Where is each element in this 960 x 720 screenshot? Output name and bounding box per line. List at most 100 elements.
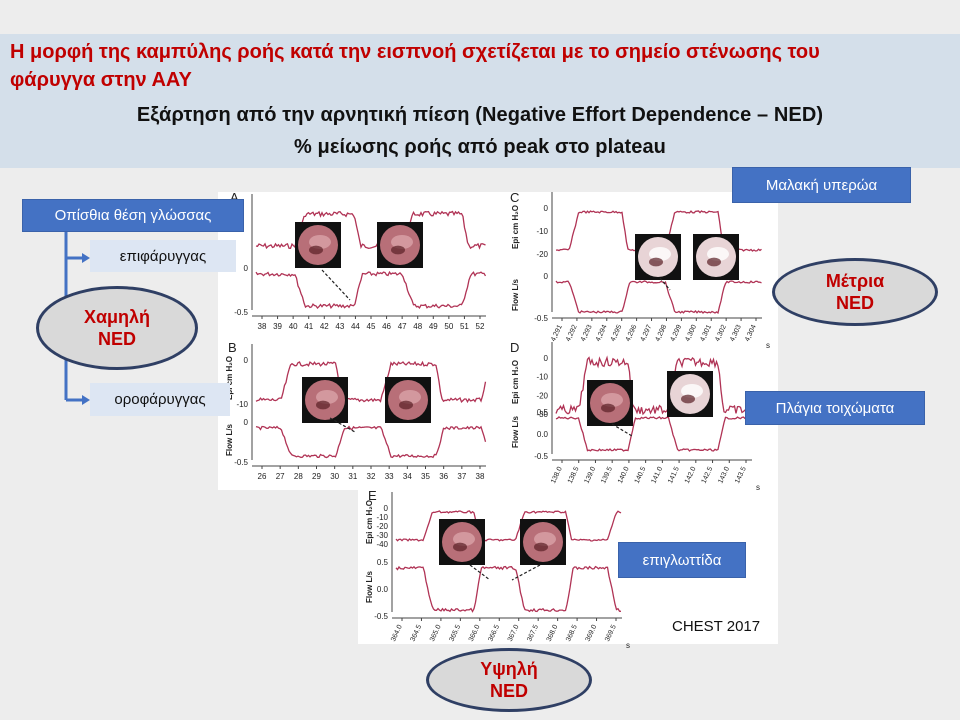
panel-d-x-tick: 139.0 [584, 466, 598, 485]
panel-c-x-tick: 4,293 [580, 324, 594, 343]
panel-d-x-tick: 139.5 [600, 466, 614, 485]
panel-c-x-tick: 4,296 [625, 324, 639, 343]
moderate-ned-line1: Μέτρια [825, 271, 885, 291]
title-line-2: φάρυγγα στην ΑΑΥ [10, 69, 192, 91]
panel-e-x-tick: 368.5 [565, 624, 579, 643]
subtitle-flow-reduction: % μείωσης ροής από peak στο plateau [293, 136, 666, 158]
panel-e-endoscopy-2-opening [534, 542, 548, 552]
panel-b-x-tick: 31 [348, 472, 357, 481]
panel-d-arrow [611, 423, 633, 437]
panel-e-epi-trace [395, 510, 622, 542]
panel-d-endoscopy-2 [667, 371, 713, 417]
panel-d-endoscopy-1-opening [601, 403, 615, 413]
ellipse-moderate-ned: Μέτρια NED [772, 258, 938, 326]
panel-b-letter: B [228, 340, 237, 355]
panel-e-endoscopy-2 [520, 519, 566, 565]
panel-a-flow-tick: -0.5 [234, 308, 248, 317]
panel-c-flow-label: Flow L/s [511, 278, 520, 311]
high-ned-line1: Υψηλή [480, 659, 538, 679]
panel-a-x-tick: 38 [258, 322, 267, 331]
box-epiglottis: επιγλωττίδα [618, 542, 746, 578]
panel-b-x-tick: 34 [403, 472, 412, 481]
panel-b-endoscopy-1 [302, 377, 348, 423]
panel-c-endoscopy-2-highlight [707, 247, 729, 261]
panel-e-arrow-1 [469, 564, 491, 581]
panel-d-x-tick: 138.0 [550, 466, 564, 485]
panel-d-flow-label: Flow L/s [511, 415, 520, 448]
panel-e-flow-label: Flow L/s [365, 570, 374, 603]
box-oropharynx: οροφάρυγγας [90, 383, 230, 416]
panel-e-flow-trace [395, 565, 622, 613]
slide-title: Η μορφή της καμπύλης ροής κατά την εισπν… [10, 38, 950, 94]
panel-e-x-tick: 366.5 [487, 624, 501, 643]
panel-b-x-tick: 37 [457, 472, 466, 481]
panel-b-x-tick: 36 [439, 472, 448, 481]
panel-a-x-tick: 47 [398, 322, 407, 331]
panel-e-epi-tick: -40 [376, 540, 388, 549]
panel-a-letter: A [230, 190, 239, 205]
header-band [0, 34, 960, 168]
panel-a-endoscopy-2-opening [391, 245, 405, 255]
panel-d-x-tick: 141.0 [650, 466, 664, 485]
subtitle-ned: Εξάρτηση από την αρνητική πίεση (Negativ… [136, 104, 824, 126]
high-ned-line2: NED [489, 681, 528, 701]
panel-b-epi-tick: 0 [244, 356, 249, 365]
panel-c-x-tick: 4,295 [610, 324, 624, 343]
panel-a-endoscopy-1-opening [309, 245, 323, 255]
panel-b-flow-tick: -0.5 [234, 458, 248, 467]
panel-e-endoscopy-1-highlight [453, 532, 475, 546]
panel-c-endoscopy-1 [635, 234, 681, 280]
panel-b-endoscopy-2 [385, 377, 431, 423]
panel-a-endoscopy-2-highlight [391, 235, 413, 249]
panel-c-flow-tick: -0.5 [534, 314, 548, 323]
panel-a-x-tick: 49 [429, 322, 438, 331]
panel-d-endoscopy-2-opening [681, 394, 695, 404]
panel-b-x-tick: 26 [258, 472, 267, 481]
panel-d-epi-tick: -30 [536, 410, 548, 419]
panel-d-letter: D [510, 340, 519, 355]
panel-b-x-tick: 35 [421, 472, 430, 481]
panel-d-flow-tick: 0.0 [537, 430, 549, 439]
panel-a-x-tick: 45 [367, 322, 376, 331]
panel-d-endoscopy-1-highlight [601, 393, 623, 407]
panel-c-x-tick: 4,294 [595, 324, 609, 343]
panel-c-arrow [659, 277, 671, 291]
panel-c-x-tick: 4,300 [684, 324, 698, 343]
panel-e-epi-tick: -10 [376, 513, 388, 522]
panel-e-endoscopy-1 [439, 519, 485, 565]
panel-a-x-tick: 46 [382, 322, 391, 331]
panel-b-x-tick: 29 [312, 472, 321, 481]
panel-d-endoscopy-2-highlight [681, 384, 703, 398]
panel-c-epi-tick: -20 [536, 250, 548, 259]
panel-d-epi-trace [555, 355, 752, 416]
panel-b-endoscopy-2-highlight [399, 390, 421, 404]
panel-d-x-unit: s [756, 483, 760, 492]
panel-b-x-tick: 33 [385, 472, 394, 481]
panel-d-x-tick: 142.5 [701, 466, 715, 485]
panel-a-x-tick: 40 [289, 322, 298, 331]
panel-b-epi-trace [255, 360, 487, 404]
panel-c-x-unit: s [766, 341, 770, 350]
panel-a-x-tick: 41 [304, 322, 313, 331]
panel-e-x-tick: 365.5 [448, 624, 462, 643]
panel-e-epi-tick: 0 [384, 504, 389, 513]
panel-c-x-tick: 4,302 [714, 324, 728, 343]
panel-c-x-tick: 4,301 [699, 324, 713, 343]
panel-c-endoscopy-1-opening [649, 257, 663, 267]
low-ned-line2: NED [97, 329, 136, 349]
panel-e-flow-tick: 0.5 [377, 558, 389, 567]
panel-e-flow-tick: -0.5 [374, 612, 388, 621]
panel-c-endoscopy-2 [693, 234, 739, 280]
panel-b-x-tick: 28 [294, 472, 303, 481]
panel-a-x-tick: 52 [476, 322, 485, 331]
panel-d-epi-tick: -10 [536, 373, 548, 382]
panel-a-endoscopy-1 [295, 222, 341, 268]
panel-b-epi-label: Epi cm H₂O [225, 356, 234, 400]
panel-b-x-tick: 27 [276, 472, 285, 481]
panel-d-epi-label: Epi cm H₂O [511, 360, 520, 404]
panel-d-flow-tick: 0.5 [537, 408, 549, 417]
panel-c-endoscopy-1-highlight [649, 247, 671, 261]
panel-b-endoscopy-1-highlight [316, 390, 338, 404]
panel-b-epi-tick: -10 [236, 400, 248, 409]
